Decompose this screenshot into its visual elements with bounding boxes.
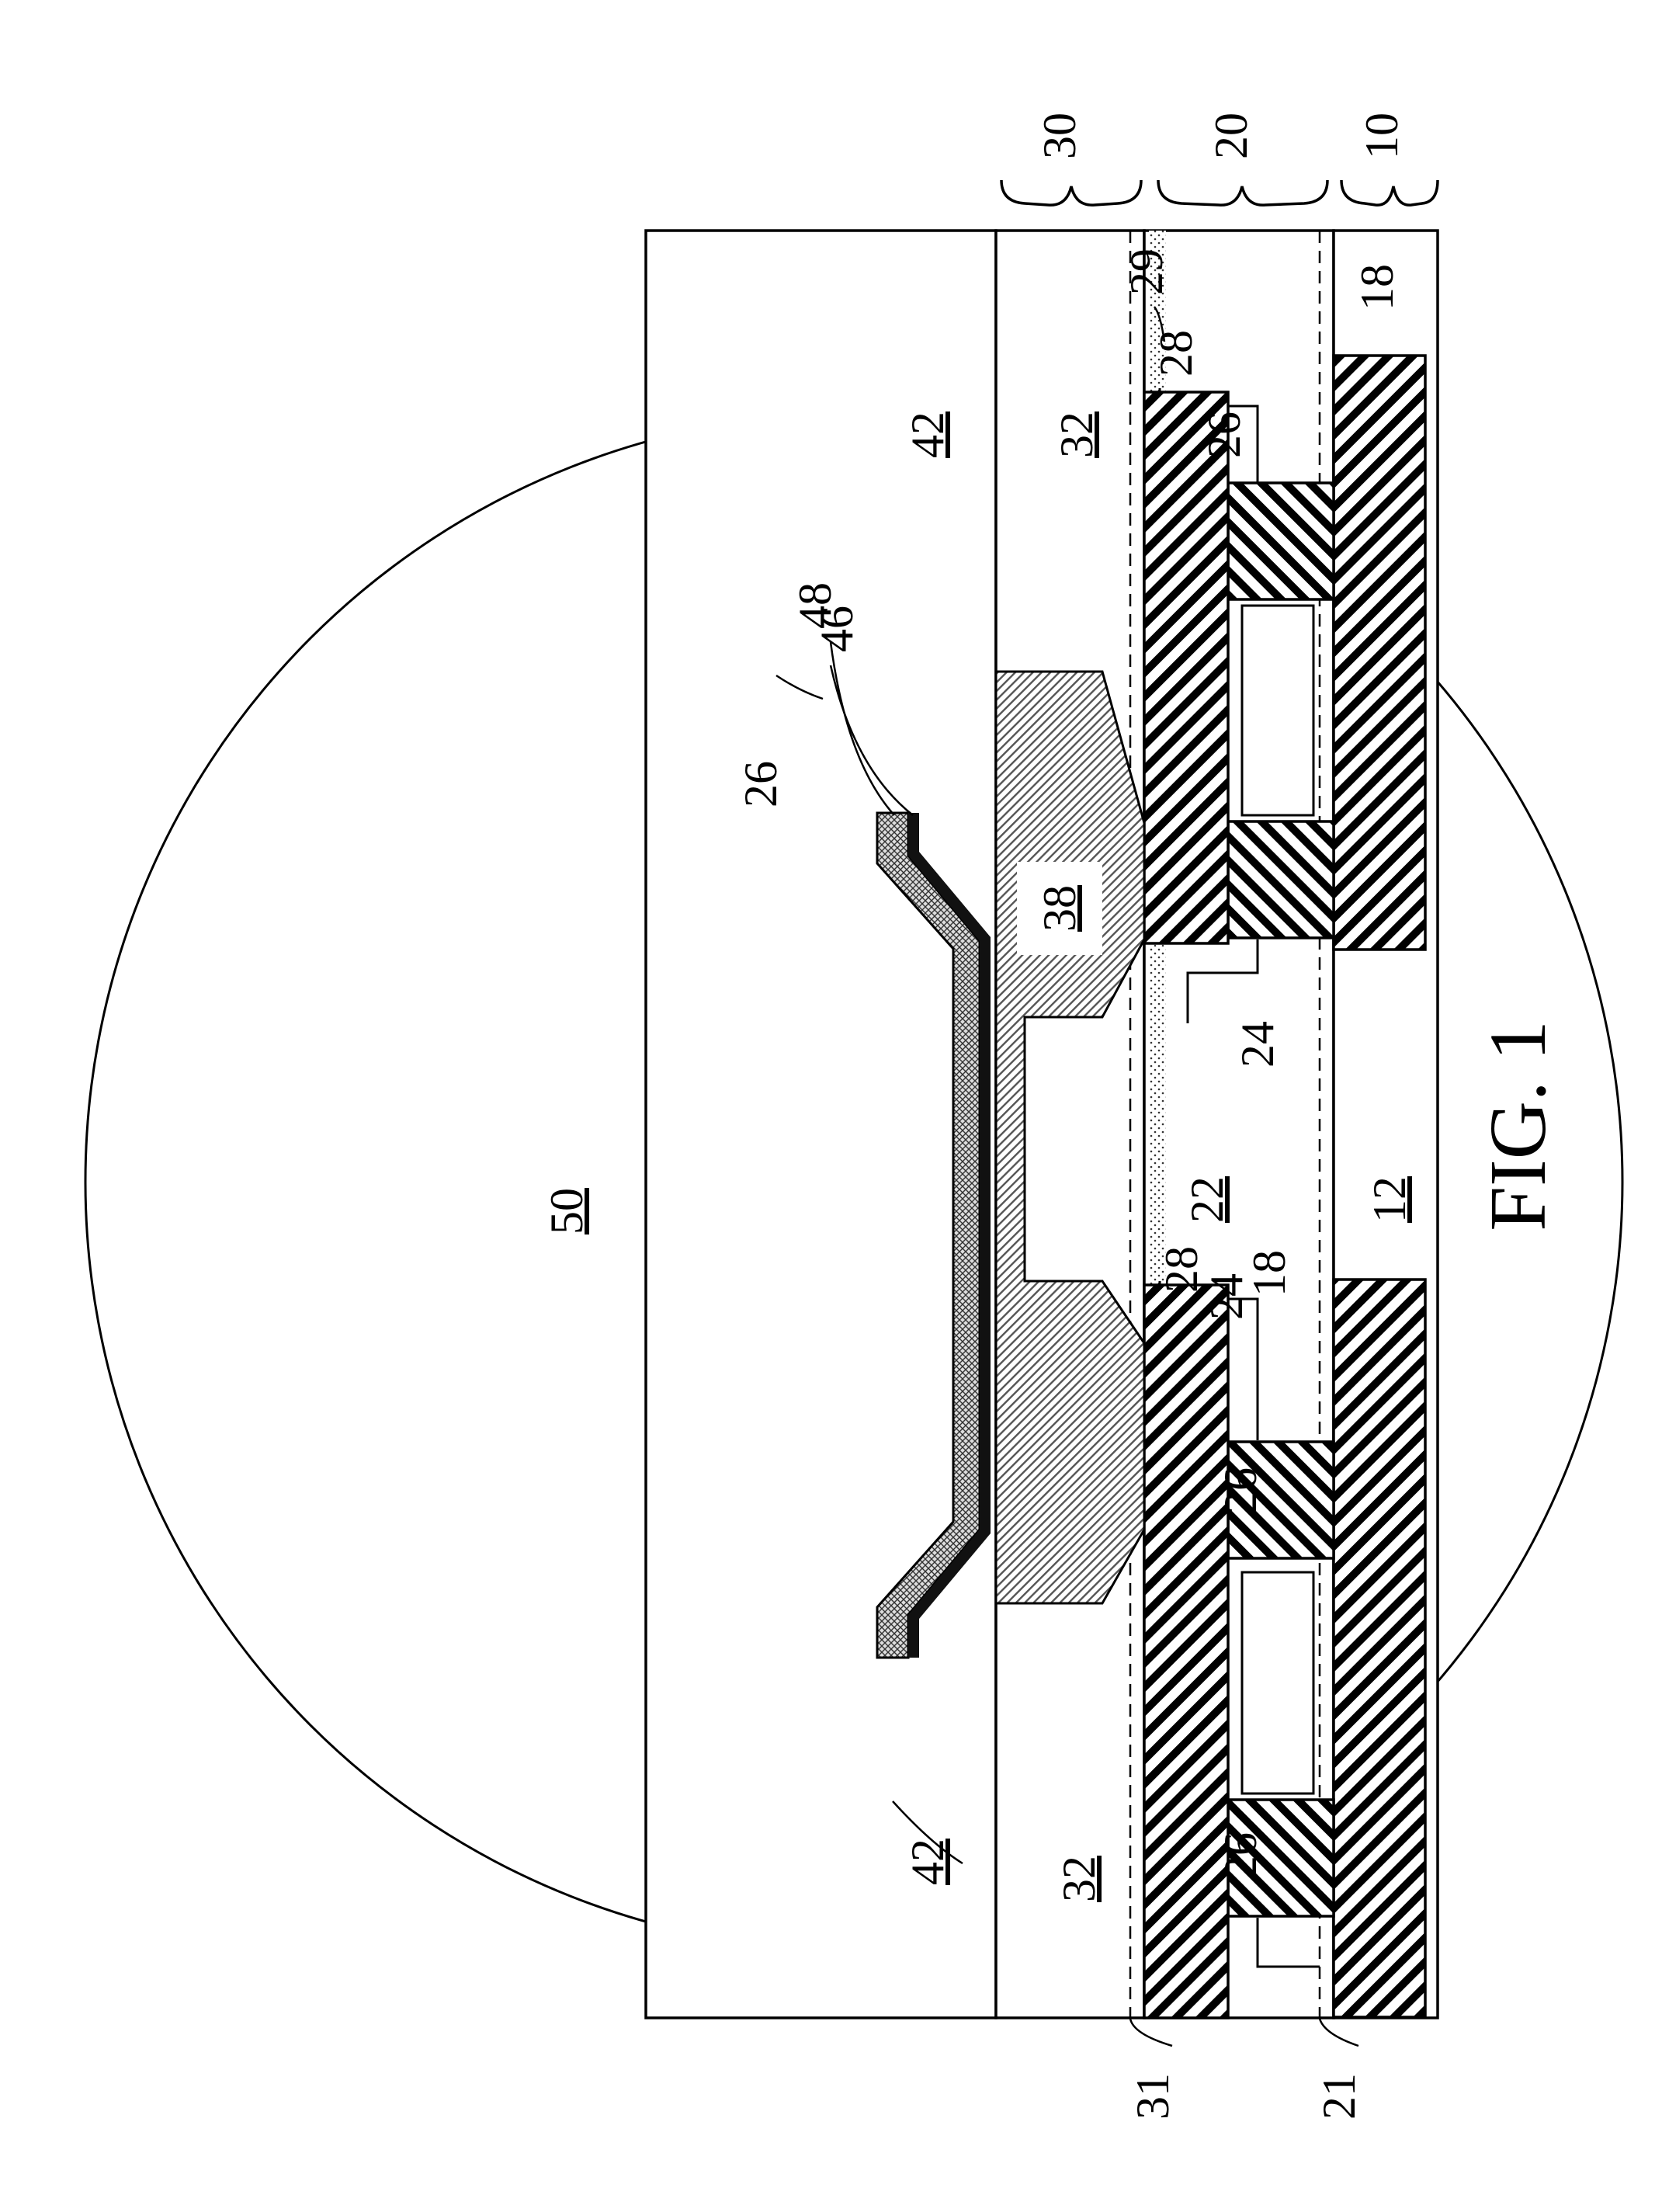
label-42b: 42 [902,1839,953,1885]
label-28b: 28 [1156,1246,1207,1293]
leader-31 [1130,2019,1172,2046]
label-31: 31 [1127,2073,1178,2120]
label-46: 46 [811,606,862,652]
label-28a: 28 [1150,330,1202,377]
label-26b: 26 [735,761,786,807]
label-18a: 18 [1351,264,1403,311]
label-30: 30 [1034,113,1085,159]
leader-21 [1320,2019,1358,2046]
label-26c: 26 [1215,1467,1266,1514]
label-18b: 18 [1244,1250,1295,1297]
bracket-20 [1158,180,1327,205]
label-50: 50 [541,1188,592,1234]
label-10: 10 [1356,113,1407,159]
brackets [1001,180,1438,205]
label-32a: 32 [1051,411,1102,458]
figure-caption: FIG. 1 [1473,1020,1563,1231]
label-42a: 42 [902,411,953,458]
bracket-10 [1341,180,1438,205]
label-24a: 24 [1232,1021,1283,1068]
label-12: 12 [1364,1176,1415,1223]
label-38: 38 [1034,885,1085,932]
label-29: 29 [1121,248,1172,295]
label-26a: 26 [1199,411,1250,458]
label-26d: 26 [1215,1832,1266,1879]
passivation-42 [646,231,996,2018]
bracket-30 [1001,180,1141,205]
label-22: 22 [1181,1176,1233,1223]
label-21: 21 [1313,2073,1365,2120]
label-20: 20 [1206,113,1257,159]
label-32b: 32 [1053,1856,1105,1902]
